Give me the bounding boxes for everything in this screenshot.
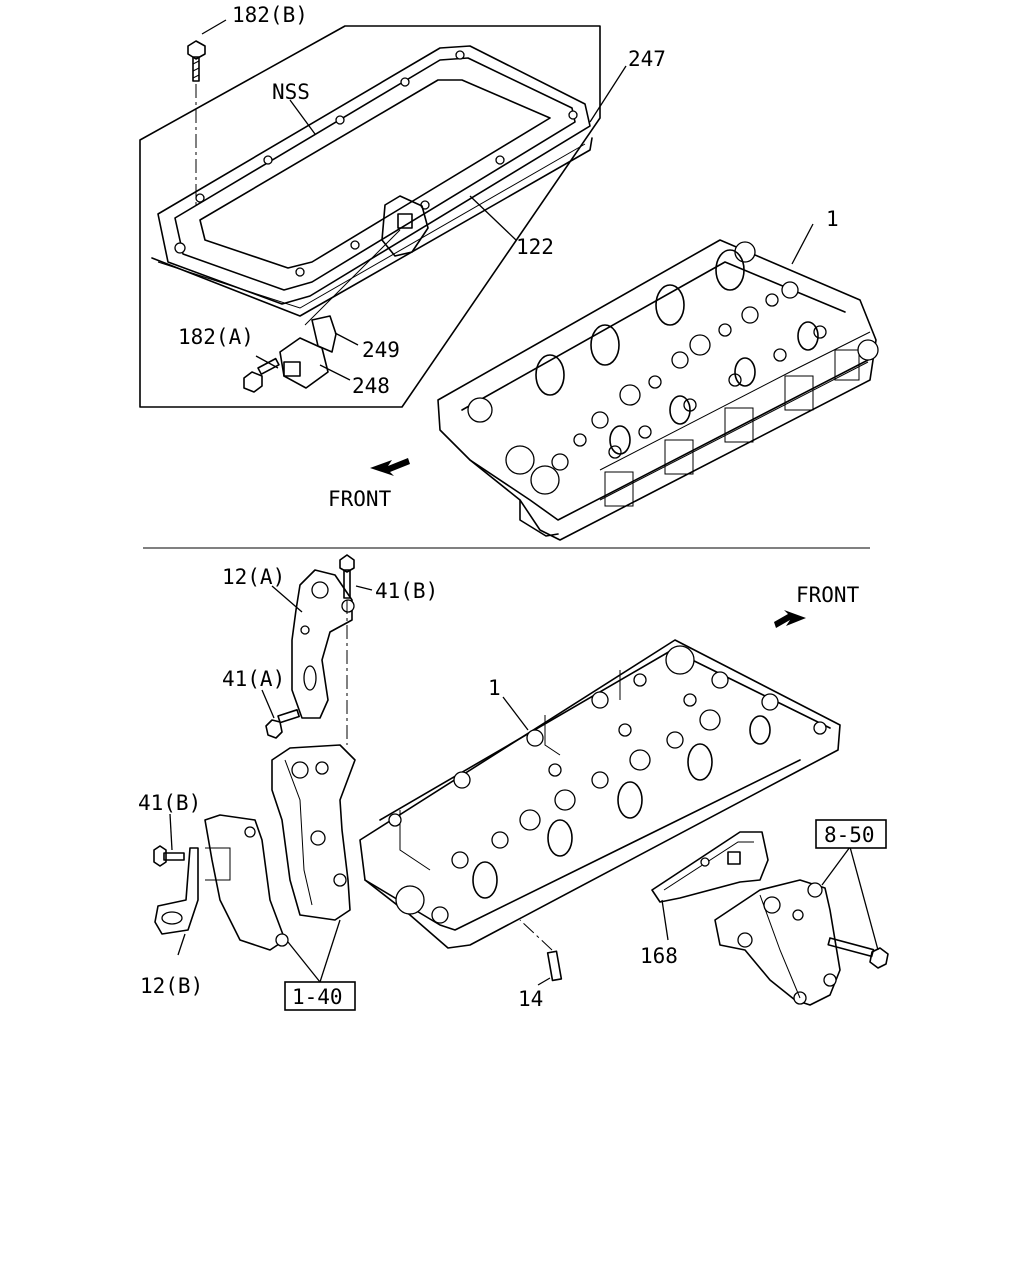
label-182b: 182(B)	[232, 3, 308, 27]
label-front-bottom: FRONT	[796, 583, 860, 607]
label-1-bottom: 1	[488, 676, 501, 700]
cylinder-head-top	[437, 239, 879, 541]
label-122: 122	[516, 235, 554, 259]
label-nss: NSS	[272, 80, 310, 104]
head-injector-bosses	[535, 249, 819, 455]
front-arrow-bottom	[774, 610, 806, 628]
gasket-168	[651, 831, 769, 941]
valve-cover-247	[151, 45, 593, 317]
bolt-41b-top	[339, 554, 373, 745]
label-247: 247	[628, 47, 666, 71]
sensor-248-249	[243, 315, 337, 393]
inset-frame	[139, 25, 601, 408]
label-front-top: FRONT	[328, 487, 392, 511]
head-ports	[604, 349, 860, 507]
cylinder-head-bottom	[359, 639, 841, 949]
bottom-exploded-view: 12(A) 41(B) FRONT 41(A) 1 41(B) 8-50 12(…	[138, 554, 889, 1011]
bolt-41b-left	[153, 813, 185, 867]
ref-box-1-40	[284, 981, 356, 1011]
top-exploded-view: 182(B) NSS 247 122 1 182(A) 249 248 FRON…	[139, 3, 879, 541]
label-14: 14	[518, 987, 543, 1011]
label-41b-left: 41(B)	[138, 791, 201, 815]
label-41a: 41(A)	[222, 667, 285, 691]
label-1-top: 1	[826, 207, 839, 231]
head-bottom-holes	[388, 645, 827, 924]
bolt-182b	[187, 40, 206, 208]
stud-14	[519, 919, 563, 986]
head-bottom-bosses	[472, 715, 771, 899]
label-248: 248	[352, 374, 390, 398]
ref-box-8-50	[815, 819, 887, 849]
bolt-41a	[261, 689, 300, 739]
label-168: 168	[640, 944, 678, 968]
label-41b-top: 41(B)	[375, 579, 438, 603]
label-12a: 12(A)	[222, 565, 285, 589]
label-8-50: 8-50	[824, 823, 875, 847]
label-1-40: 1-40	[292, 985, 343, 1009]
bracket-12a	[291, 569, 355, 719]
head-holes	[467, 241, 879, 495]
label-249: 249	[362, 338, 400, 362]
mount-assembly-8-50	[714, 846, 889, 1006]
bracket-12b	[154, 847, 199, 956]
front-arrow-top	[370, 458, 410, 476]
label-182a: 182(A)	[178, 325, 254, 349]
label-12b: 12(B)	[140, 974, 203, 998]
engine-mount-bracket	[204, 744, 356, 951]
